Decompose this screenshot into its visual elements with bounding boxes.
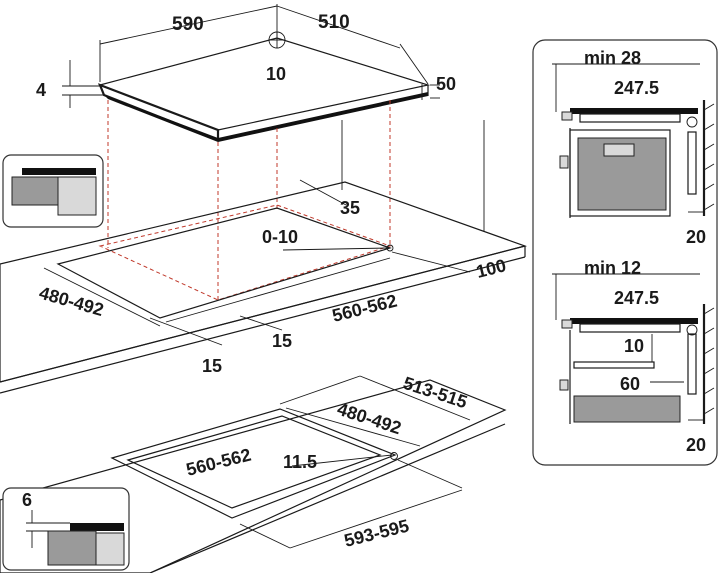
wall-hatch bbox=[703, 103, 715, 111]
wall-hatch bbox=[703, 407, 715, 415]
dim-rear bbox=[391, 251, 471, 273]
dim-outer-depth bbox=[359, 375, 471, 421]
dim-line-depth bbox=[276, 5, 401, 49]
inset-top bbox=[11, 176, 59, 206]
ext-line bbox=[399, 43, 429, 85]
inset-body bbox=[57, 176, 97, 216]
leader-line bbox=[291, 454, 393, 467]
dim-cutout-depth bbox=[43, 267, 161, 327]
inset-top bbox=[47, 530, 97, 566]
hob-body bbox=[579, 113, 681, 123]
hob-clip bbox=[561, 319, 573, 329]
label-rebate-depth: 6 bbox=[22, 490, 32, 510]
inset-body bbox=[95, 532, 125, 566]
hob-seal bbox=[686, 324, 698, 336]
inset-glass bbox=[70, 523, 124, 531]
dim-margin bbox=[239, 315, 283, 331]
dim-front-gap bbox=[299, 179, 347, 206]
leader-line bbox=[282, 247, 389, 251]
countertop-bottom bbox=[0, 256, 526, 394]
dim-outer-depth bbox=[279, 375, 361, 405]
label-corner-tolerance: 0-10 bbox=[262, 227, 298, 247]
wall-hatch bbox=[703, 203, 715, 211]
wall-hatch bbox=[703, 183, 715, 191]
hob-side-dark bbox=[218, 92, 428, 142]
label-outer-width: 593-595 bbox=[342, 515, 411, 550]
inset-glass bbox=[22, 168, 96, 175]
label-flush-depth: 480-492 bbox=[335, 399, 404, 438]
label-glass-thickness: 4 bbox=[36, 80, 46, 100]
flush-corner-point bbox=[390, 452, 398, 460]
label-unit-height: 50 bbox=[436, 74, 456, 94]
wall-hatch bbox=[703, 163, 715, 171]
hob-glass-top bbox=[98, 37, 431, 131]
flush-rebate-outer bbox=[110, 408, 397, 519]
label-depth: 247.5 bbox=[614, 288, 659, 308]
label-min-clearance: min 12 bbox=[584, 258, 641, 278]
standard-mount-inset bbox=[2, 154, 104, 228]
label-wall-gap: 20 bbox=[686, 227, 706, 247]
wall-hatch bbox=[703, 307, 715, 315]
hob-glass bbox=[570, 108, 698, 114]
oven-handle bbox=[559, 155, 569, 169]
label-front-gap: 35 bbox=[340, 198, 360, 218]
hob-perspective: 590 510 10 4 50 bbox=[36, 4, 485, 232]
drawer bbox=[573, 395, 681, 423]
flush-mount-inset: 6 bbox=[2, 487, 130, 571]
hob-body bbox=[579, 323, 681, 333]
oven-vent bbox=[603, 143, 635, 157]
hob-glass bbox=[570, 318, 698, 324]
hob-front-dark bbox=[104, 95, 218, 142]
label-width: 590 bbox=[172, 14, 204, 35]
label-cutout-depth: 480-492 bbox=[37, 283, 106, 320]
label-wall-gap: 20 bbox=[686, 435, 706, 455]
label-vent-gap: 60 bbox=[620, 374, 640, 394]
flush-top bbox=[0, 379, 507, 573]
protective-panel bbox=[573, 361, 655, 369]
projection-guides bbox=[98, 100, 392, 301]
label-flush-inner-width: 560-562 bbox=[184, 444, 253, 479]
dim-cutout-width bbox=[165, 257, 391, 323]
dim-margin bbox=[149, 317, 223, 346]
dim-outer-width bbox=[397, 459, 463, 489]
hob-seal bbox=[686, 116, 698, 128]
side-view-oven: min 28 247.5 20 bbox=[552, 48, 715, 247]
dim-outer-width bbox=[239, 523, 291, 549]
label-depth: 247.5 bbox=[614, 78, 659, 98]
label-side-margin-left: 15 bbox=[202, 356, 222, 376]
label-cutout-width: 560-562 bbox=[330, 290, 399, 325]
wall-hatch bbox=[703, 367, 715, 375]
wall-hatch bbox=[703, 123, 715, 131]
flush-rebate-inner bbox=[126, 415, 382, 509]
label-depth: 510 bbox=[318, 12, 350, 33]
countertop-edge bbox=[0, 245, 526, 383]
hob-clip bbox=[561, 111, 573, 121]
wall-hatch bbox=[703, 347, 715, 355]
cutout-outline bbox=[56, 207, 392, 319]
cabinet-back bbox=[687, 333, 697, 395]
flush-edge bbox=[149, 423, 506, 573]
wall-hatch bbox=[703, 143, 715, 151]
drawer-handle bbox=[559, 379, 569, 391]
dim-depth bbox=[285, 407, 421, 447]
label-panel-gap: 10 bbox=[624, 336, 644, 356]
label-side-margin-right: 15 bbox=[272, 331, 292, 351]
side-view-drawer: min 12 247.5 10 60 20 bbox=[552, 258, 715, 455]
label-rear-clearance: 100 bbox=[474, 255, 508, 282]
wall-hatch bbox=[703, 327, 715, 335]
label-min-clearance: min 28 bbox=[584, 48, 641, 68]
label-flush-radius: 11.5 bbox=[283, 452, 317, 472]
cabinet-back bbox=[687, 131, 697, 195]
dim-line-width bbox=[99, 5, 278, 45]
label-cable-offset: 10 bbox=[266, 64, 286, 84]
side-view-panel: min 28 247.5 20 min bbox=[532, 39, 718, 466]
wall-hatch bbox=[703, 387, 715, 395]
dim-outer-width bbox=[289, 489, 463, 549]
